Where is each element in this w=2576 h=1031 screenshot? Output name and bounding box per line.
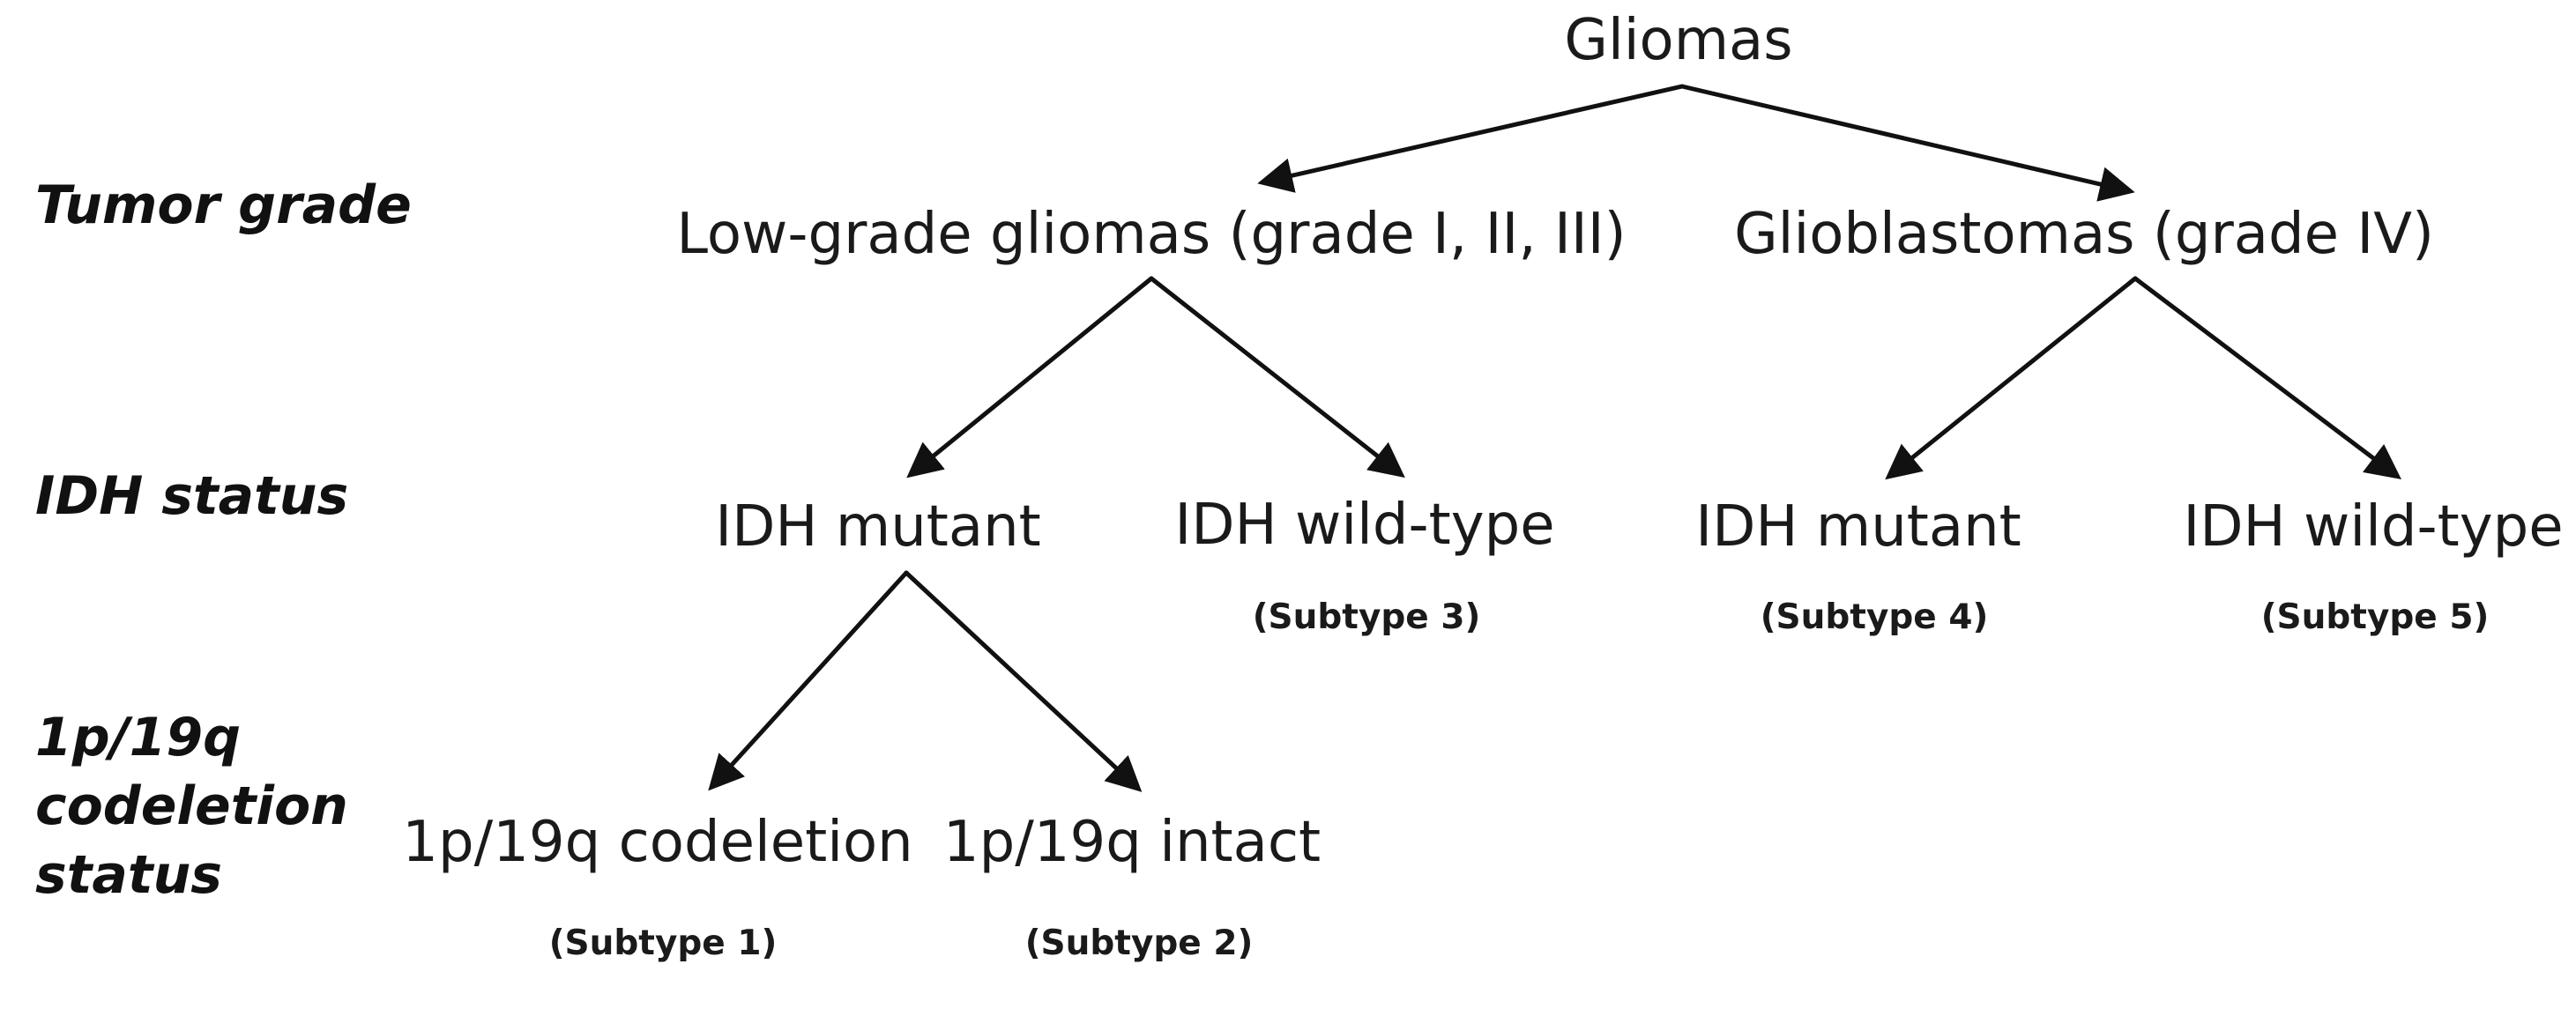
node-gbm-idh-mutant: IDH mutant	[1695, 494, 2021, 560]
node-gliomas: Gliomas	[1564, 8, 1793, 73]
row-label-codeletion-line-3: status	[35, 844, 222, 906]
row-label-idh-status: IDH status	[35, 465, 349, 527]
edge-gliomas-to-low-grade	[1257, 84, 1685, 193]
edge-gliomas-to-glioblastomas	[1679, 84, 2135, 202]
subtype-2-label: (Subtype 2)	[1024, 923, 1254, 963]
node-codeletion: 1p/19q codeletion	[402, 810, 913, 875]
edge-glioblastomas-to-idh-mutant	[1885, 276, 2138, 480]
edge-idh-mutant-to-codeletion	[708, 570, 909, 791]
node-low-grade-gliomas: Low-grade gliomas (grade I, II, III)	[676, 202, 1627, 267]
node-glioblastomas: Glioblastomas (grade IV)	[1734, 202, 2434, 267]
node-gbm-idh-wildtype: IDH wild-type	[2183, 494, 2564, 560]
subtype-5-label: (Subtype 5)	[2260, 597, 2490, 637]
subtype-4-label: (Subtype 4)	[1760, 597, 1989, 637]
node-lgg-idh-mutant: IDH mutant	[715, 494, 1041, 560]
node-intact: 1p/19q intact	[942, 810, 1322, 875]
edge-glioblastomas-to-idh-wildtype	[2133, 276, 2401, 480]
subtype-3-label: (Subtype 3)	[1252, 597, 1481, 637]
node-lgg-idh-wildtype: IDH wild-type	[1174, 493, 1555, 558]
edge-idh-mutant-to-intact	[904, 570, 1143, 792]
edge-low-grade-to-idh-mutant	[906, 276, 1154, 478]
row-label-codeletion-line-2: codeletion	[35, 775, 348, 837]
row-label-tumor-grade: Tumor grade	[35, 174, 412, 236]
edge-low-grade-to-idh-wildtype	[1149, 276, 1405, 478]
row-label-codeletion-line-1: 1p/19q	[35, 707, 242, 768]
row-label-codeletion-status: 1p/19q codeletion status	[35, 703, 348, 909]
subtype-1-label: (Subtype 1)	[548, 923, 778, 963]
